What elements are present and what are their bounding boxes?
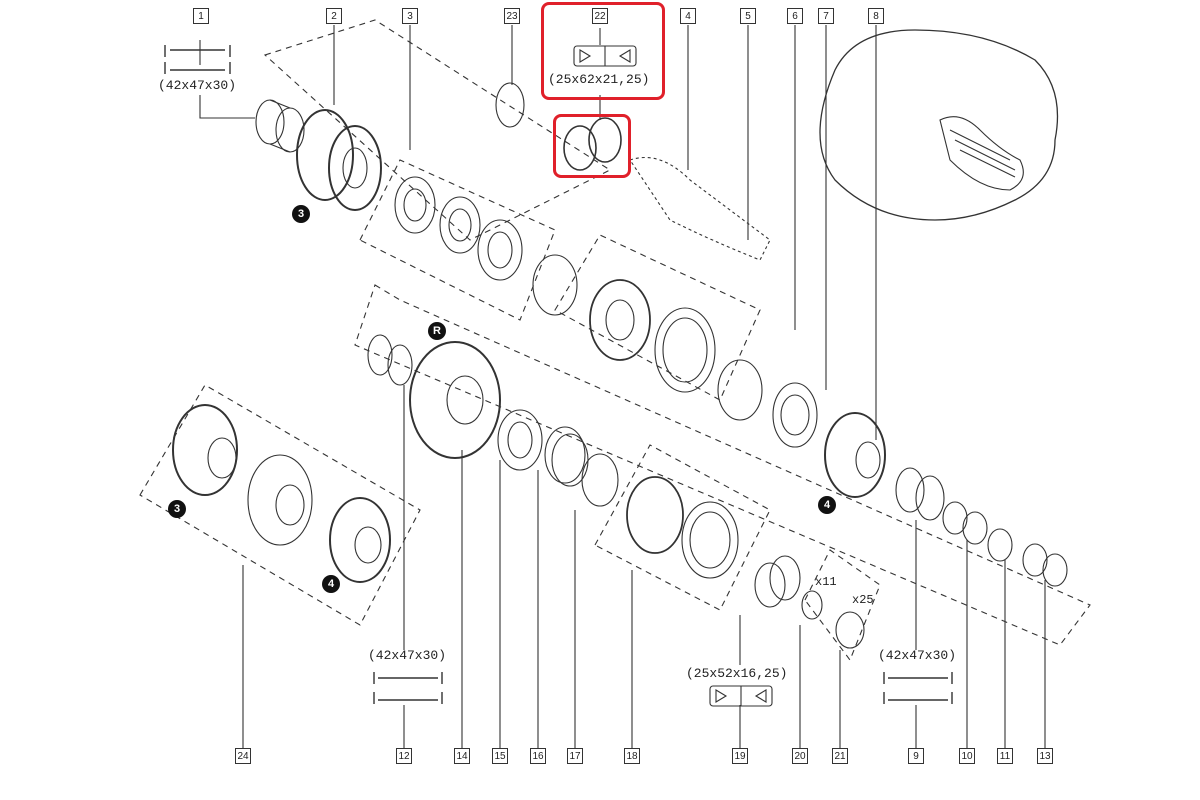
callout-11: 11: [997, 748, 1013, 764]
quantity-21: x25: [852, 593, 874, 607]
callout-13: 13: [1037, 748, 1053, 764]
dimension-bearing-1: (42x47x30): [158, 78, 237, 93]
callout-5: 5: [740, 8, 756, 24]
callout-3: 3: [402, 8, 418, 24]
dimension-bearing-19: (25x52x16,25): [686, 666, 788, 681]
gear-badge-3-top: 3: [292, 205, 310, 223]
callout-6: 6: [787, 8, 803, 24]
gear-badge-3-left: 3: [168, 500, 186, 518]
callout-9: 9: [908, 748, 924, 764]
callout-15: 15: [492, 748, 508, 764]
callout-2: 2: [326, 8, 342, 24]
callout-19: 19: [732, 748, 748, 764]
dimension-bearing-12: (42x47x30): [368, 648, 447, 663]
dimension-bearing-9: (42x47x30): [878, 648, 957, 663]
callout-17: 17: [567, 748, 583, 764]
gear-badge-4-right: 4: [818, 496, 836, 514]
quantity-20: x11: [815, 575, 837, 589]
highlight-box-bearing: [553, 114, 631, 178]
callout-1: 1: [193, 8, 209, 24]
callout-12: 12: [396, 748, 412, 764]
gear-badge-4-left: 4: [322, 575, 340, 593]
dimension-bearing-22: (25x62x21,25): [548, 72, 650, 87]
gear-badge-reverse: R: [428, 322, 446, 340]
callout-10: 10: [959, 748, 975, 764]
highlight-box-dimension: [541, 2, 665, 100]
callout-23: 23: [504, 8, 520, 24]
callout-7: 7: [818, 8, 834, 24]
callout-21: 21: [832, 748, 848, 764]
callout-24: 24: [235, 748, 251, 764]
callout-18: 18: [624, 748, 640, 764]
callout-8: 8: [868, 8, 884, 24]
callout-22: 22: [592, 8, 608, 24]
callout-16: 16: [530, 748, 546, 764]
callout-14: 14: [454, 748, 470, 764]
callout-20: 20: [792, 748, 808, 764]
callout-4: 4: [680, 8, 696, 24]
